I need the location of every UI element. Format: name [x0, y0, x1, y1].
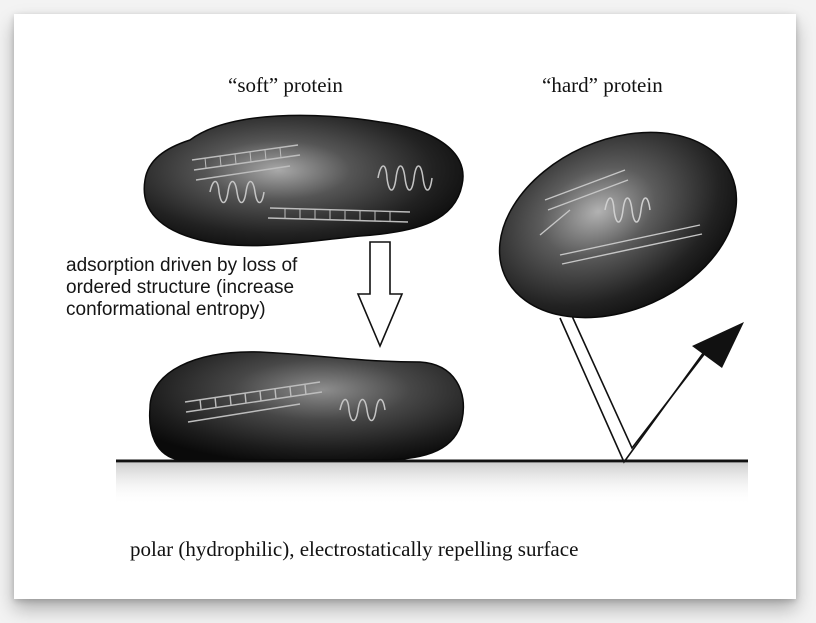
- annotation-line-3: conformational entropy): [66, 299, 297, 321]
- down-arrow-icon: [358, 242, 402, 346]
- bounce-arrow-icon: [560, 316, 712, 462]
- adsorption-annotation: adsorption driven by loss of ordered str…: [66, 255, 297, 321]
- surface-caption: polar (hydrophilic), electrostatically r…: [130, 537, 578, 562]
- soft-protein-adsorbed: [150, 352, 464, 460]
- hard-protein-label: “hard” protein: [542, 73, 663, 98]
- hard-protein: [470, 97, 766, 353]
- annotation-line-1: adsorption driven by loss of: [66, 255, 297, 277]
- annotation-line-2: ordered structure (increase: [66, 277, 297, 299]
- soft-protein-label: “soft” protein: [228, 73, 343, 98]
- soft-protein-top: [144, 115, 463, 245]
- surface-shade: [116, 463, 748, 505]
